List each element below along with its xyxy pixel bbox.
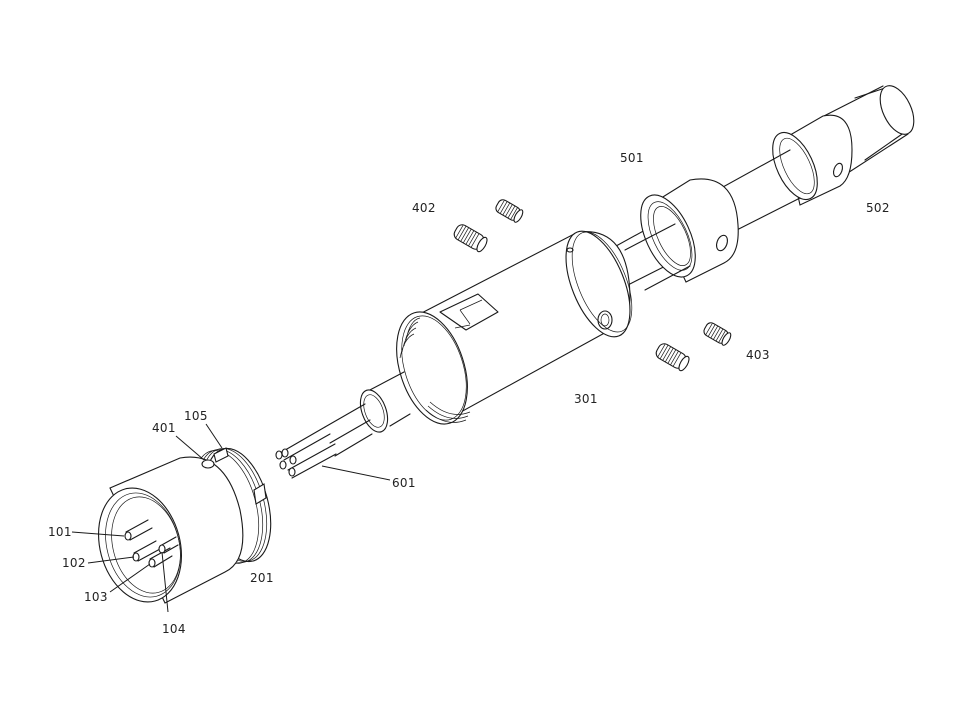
pin-101 [124,519,153,541]
reference-numerals: 101 102 103 104 105 201 301 401 402 403 … [48,151,890,636]
pin-104 [158,536,179,554]
label-105: 105 [184,409,208,423]
label-601: 601 [392,476,416,490]
housing-301 [396,230,633,425]
set-screws-403 [655,322,732,372]
label-101: 101 [48,525,72,539]
label-501: 501 [620,151,644,165]
label-402: 402 [412,201,436,215]
label-201: 201 [250,571,274,585]
rear-tube [819,85,915,179]
pin-102 [132,540,161,562]
label-403: 403 [746,348,770,362]
label-401: 401 [152,421,176,435]
label-103: 103 [84,590,108,604]
cable-601 [275,371,411,479]
set-screws-402 [453,199,524,253]
leader-lines [71,423,391,613]
label-301: 301 [574,392,598,406]
sleeve-501 [624,178,739,291]
label-102: 102 [62,556,86,570]
label-502: 502 [866,201,890,215]
sleeve-502 [772,114,853,206]
label-104: 104 [162,622,186,636]
connector-201 [97,447,272,604]
